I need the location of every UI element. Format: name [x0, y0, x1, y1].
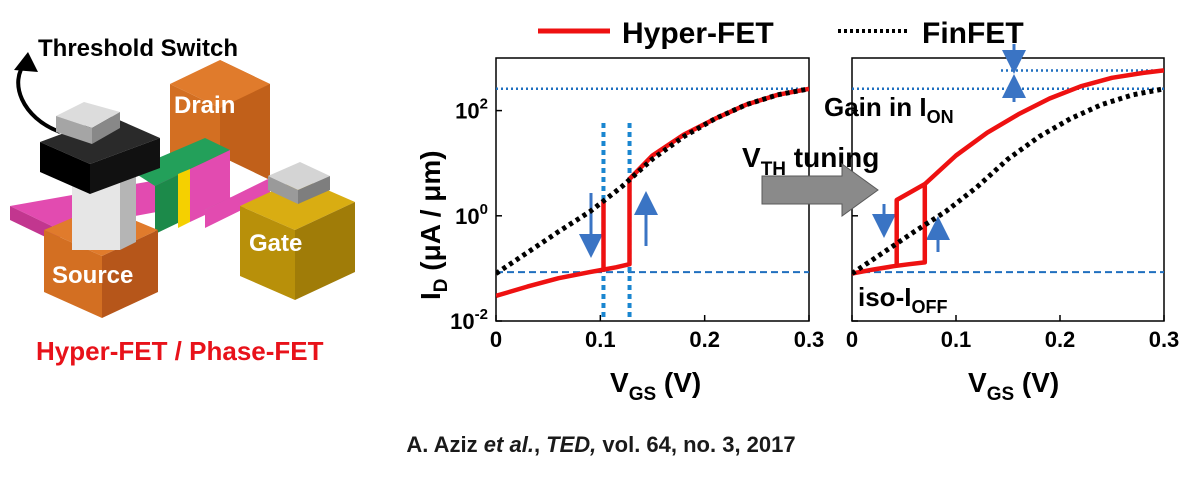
x-tick-label: 0.3 [794, 327, 825, 352]
series-finfet-left-2 [496, 86, 809, 276]
iso-ioff-label: iso-IOFF [858, 282, 947, 317]
citation-etal: et al. [483, 432, 534, 457]
citation: A. Aziz et al., TED, vol. 64, no. 3, 201… [0, 432, 1202, 458]
vth-tuning-arrow-icon [761, 163, 879, 217]
y-axis-label: ID (μA / μm) [415, 150, 452, 300]
device-caption: Hyper-FET / Phase-FET [36, 336, 324, 366]
drain-label: Drain [174, 92, 235, 119]
y-tick-label: 100 [455, 201, 488, 229]
legend-hyper-label: Hyper-FET [622, 17, 774, 50]
x-tick-label: 0.1 [585, 327, 616, 352]
citation-rest: vol. 64, no. 3, 2017 [596, 432, 796, 457]
plot-left-guides [496, 87, 809, 321]
series-finfet-right-2 [852, 86, 1164, 276]
x-tick-label: 0 [490, 327, 502, 352]
citation-authors: A. Aziz [406, 432, 484, 457]
plot-right-ticks: 0 0.1 0.2 0.3 [846, 109, 1180, 352]
x-axis-label-right: VGS (V) [968, 367, 1059, 405]
citation-comma: , [533, 432, 547, 457]
series-hyperfet-right-0 [852, 68, 1164, 276]
plot-right-series [852, 68, 1164, 276]
y-tick-label: 10-2 [450, 306, 488, 334]
plot-left-series [496, 86, 809, 299]
x-tick-label: 0 [846, 327, 858, 352]
curved-arrow-head-icon [14, 52, 38, 72]
legend: Hyper-FET FinFET [538, 17, 1024, 50]
x-tick-label: 0.3 [1149, 327, 1180, 352]
legend-fin-label: FinFET [922, 17, 1024, 50]
plot-left-ticks: 0 0.1 0.2 0.3 10-2 100 102 [450, 96, 824, 352]
series-hyperfet-right-1 [894, 182, 926, 265]
plot-left: 0 0.1 0.2 0.3 10-2 100 102 [450, 57, 824, 352]
plot-right: 0 0.1 0.2 0.3 [846, 44, 1179, 352]
threshold-switch-label: Threshold Switch [38, 35, 238, 62]
x-tick-label: 0.2 [1045, 327, 1076, 352]
gate-label: Gate [249, 230, 302, 257]
x-tick-label: 0.1 [941, 327, 972, 352]
citation-journal: TED, [546, 432, 597, 457]
source-label: Source [52, 262, 133, 289]
device-illustration: Threshold Switch Drain Gate Source [10, 35, 355, 318]
x-tick-label: 0.2 [689, 327, 720, 352]
gain-ion-label: Gain in ION [824, 92, 954, 127]
curved-arrow-icon [16, 60, 61, 134]
y-tick-label: 102 [455, 96, 488, 124]
x-axis-label-left: VGS (V) [610, 367, 701, 405]
plot-right-guides [852, 44, 1164, 274]
vth-tuning-label: VTH tuning [742, 142, 879, 180]
